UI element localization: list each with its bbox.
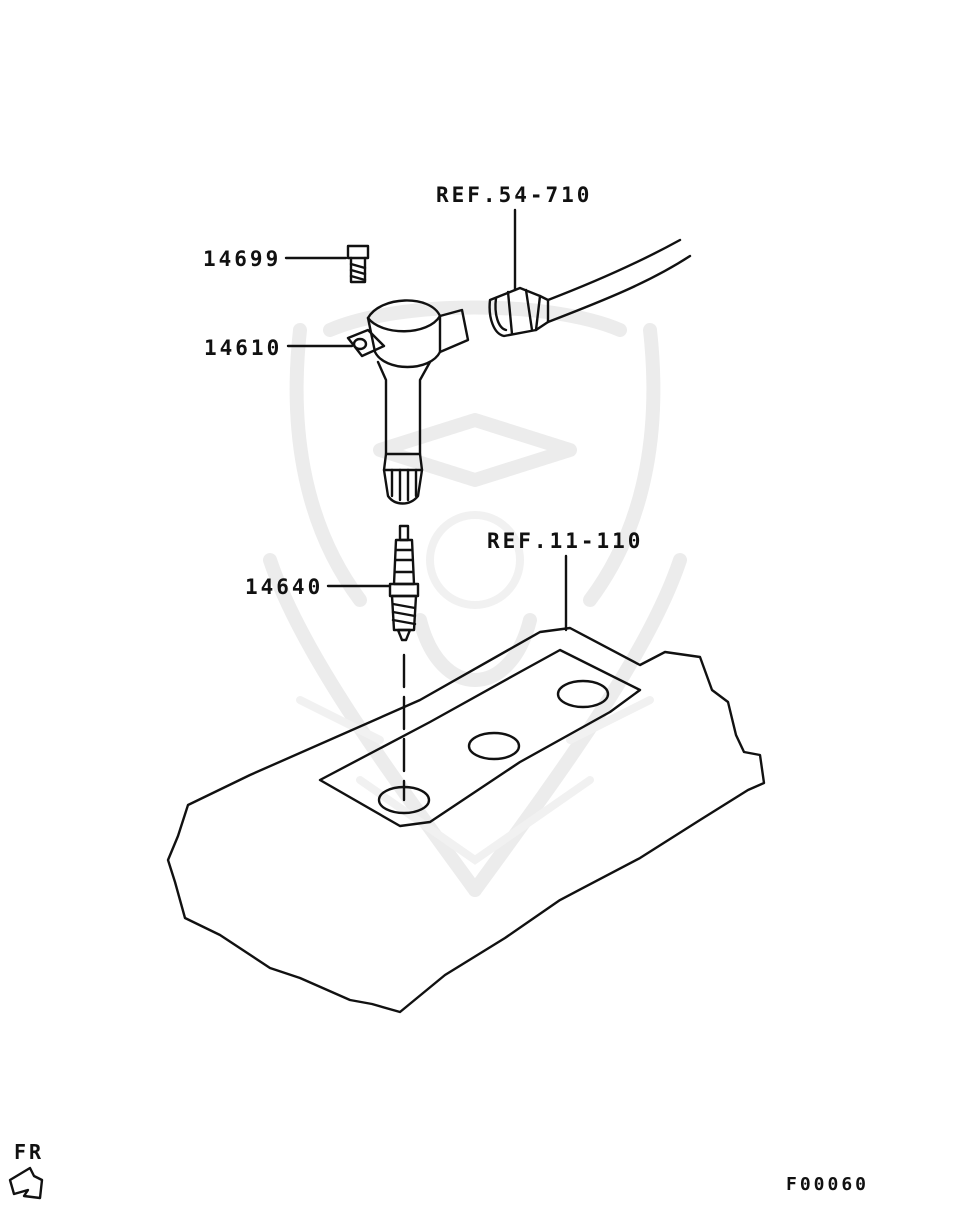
callout-ref-harness: REF.54-710 bbox=[436, 183, 593, 207]
ignition-coil-part bbox=[346, 299, 470, 505]
front-direction-arrow-icon bbox=[8, 1166, 44, 1200]
watermark-emblem bbox=[263, 300, 687, 897]
harness-connector-part bbox=[488, 238, 692, 338]
rocker-cover-part bbox=[166, 626, 766, 1014]
bolt-part bbox=[346, 244, 370, 284]
figure-code: F00060 bbox=[786, 1174, 870, 1195]
callout-bolt: 14699 bbox=[203, 247, 282, 271]
callout-ignition-coil: 14610 bbox=[204, 336, 283, 360]
spark-plug-part bbox=[388, 524, 420, 642]
callout-spark-plug: 14640 bbox=[245, 575, 324, 599]
orientation-label: FR bbox=[14, 1140, 45, 1164]
callout-ref-rocker-cover: REF.11-110 bbox=[487, 529, 644, 553]
